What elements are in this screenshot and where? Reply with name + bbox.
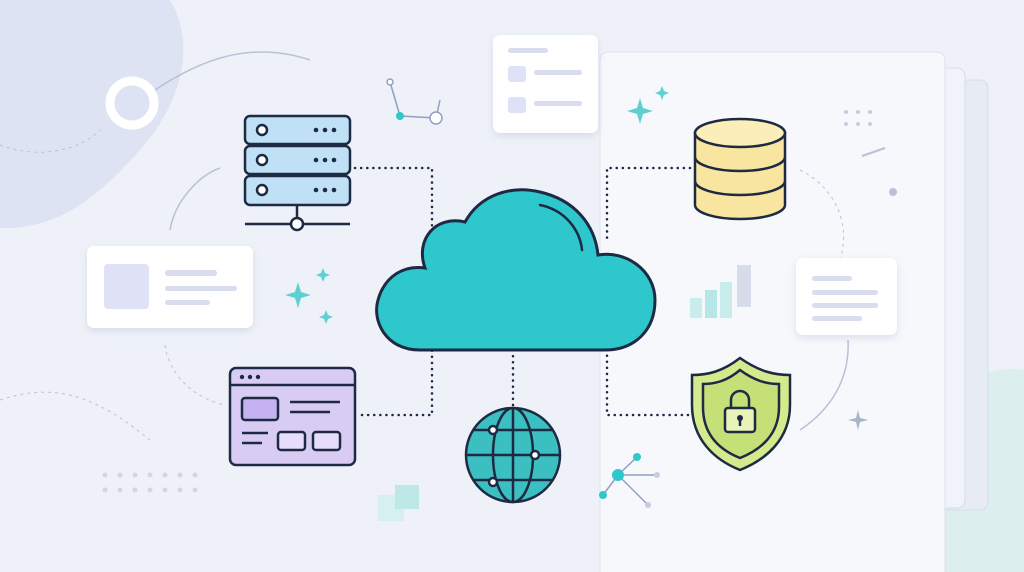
curve-decoration (154, 51, 311, 91)
dashed-curve (799, 169, 845, 261)
content-card (796, 258, 897, 335)
content-card (493, 35, 598, 133)
dot-decoration (889, 188, 897, 196)
ring-decoration (105, 76, 159, 130)
network-nodes-icon (386, 78, 443, 125)
connector-lines (353, 166, 692, 417)
server-icon (243, 114, 352, 232)
dash-decoration (861, 147, 886, 157)
globe-icon (464, 406, 562, 504)
dashed-curve (0, 391, 151, 441)
bar-chart-icon (690, 265, 751, 318)
database-icon (693, 117, 787, 221)
dot-grid (844, 110, 872, 126)
sparkle-icon (848, 410, 868, 430)
network-nodes-icon (599, 453, 660, 508)
sparkle-icon (285, 86, 669, 324)
browser-window-icon (228, 366, 357, 467)
cloud-icon (375, 188, 657, 352)
curve-decoration (169, 167, 221, 231)
dashed-curve (0, 129, 101, 153)
dashed-curve (164, 344, 226, 406)
background-blob-lavender (0, 0, 184, 229)
curve-decoration (799, 339, 849, 431)
squares-decoration (378, 485, 419, 521)
content-card (87, 246, 253, 328)
security-shield-lock-icon (690, 356, 792, 472)
dot-grid (102, 472, 198, 493)
